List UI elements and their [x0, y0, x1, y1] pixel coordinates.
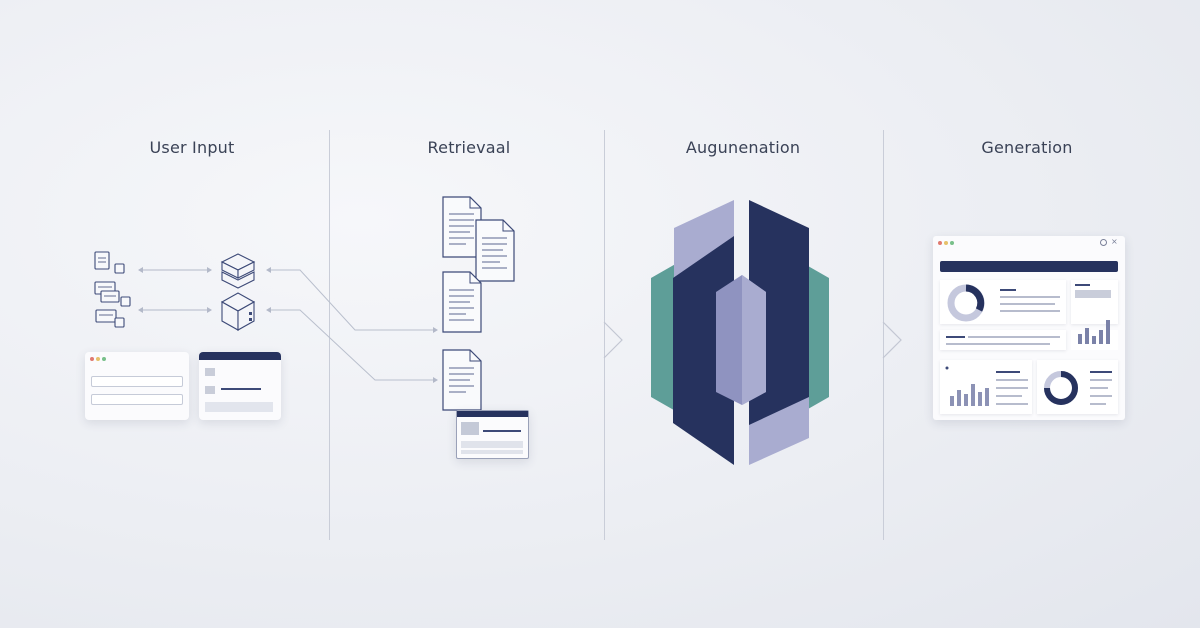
text-input[interactable] [91, 394, 183, 405]
database-icon [220, 253, 256, 289]
close-icon[interactable]: × [1111, 237, 1118, 246]
stage-divider [604, 130, 605, 540]
chevron-right-icon [603, 321, 623, 359]
stage-divider [329, 130, 330, 540]
stage-title-augmentation: Augunenation [685, 138, 801, 157]
content-block [461, 450, 523, 454]
inner-core-highlight [742, 275, 766, 405]
document-icon [94, 251, 131, 328]
bar-chart-icon [1078, 320, 1110, 344]
dashboard-panel [1071, 280, 1118, 324]
stage-title-user-input: User Input [149, 138, 235, 157]
window-dot [90, 357, 94, 361]
content-block [461, 441, 523, 448]
list-row [205, 368, 215, 376]
bar-chart-icon [950, 384, 989, 406]
content-line [483, 430, 521, 432]
retrieval-result-card [456, 410, 529, 459]
list-row [205, 402, 273, 412]
input-list-card [199, 352, 281, 420]
input-form-card [85, 352, 189, 420]
window-dot [944, 241, 948, 245]
card-header-bar [199, 352, 281, 360]
chevron-right-icon [882, 321, 902, 359]
window-dot [96, 357, 100, 361]
stage-title-retrieval: Retrievaal [427, 138, 511, 157]
window-dot [950, 241, 954, 245]
list-row [205, 386, 215, 394]
stage-title-generation: Generation [981, 138, 1073, 157]
window-dot [938, 241, 942, 245]
settings-icon[interactable] [1100, 239, 1107, 246]
dashboard-toolbar [940, 261, 1118, 272]
text-input[interactable] [91, 376, 183, 387]
cube-icon [220, 292, 256, 331]
content-block [461, 422, 479, 435]
list-row [221, 388, 261, 390]
window-dot [102, 357, 106, 361]
stage-divider [883, 130, 884, 540]
card-header-bar [457, 411, 528, 417]
